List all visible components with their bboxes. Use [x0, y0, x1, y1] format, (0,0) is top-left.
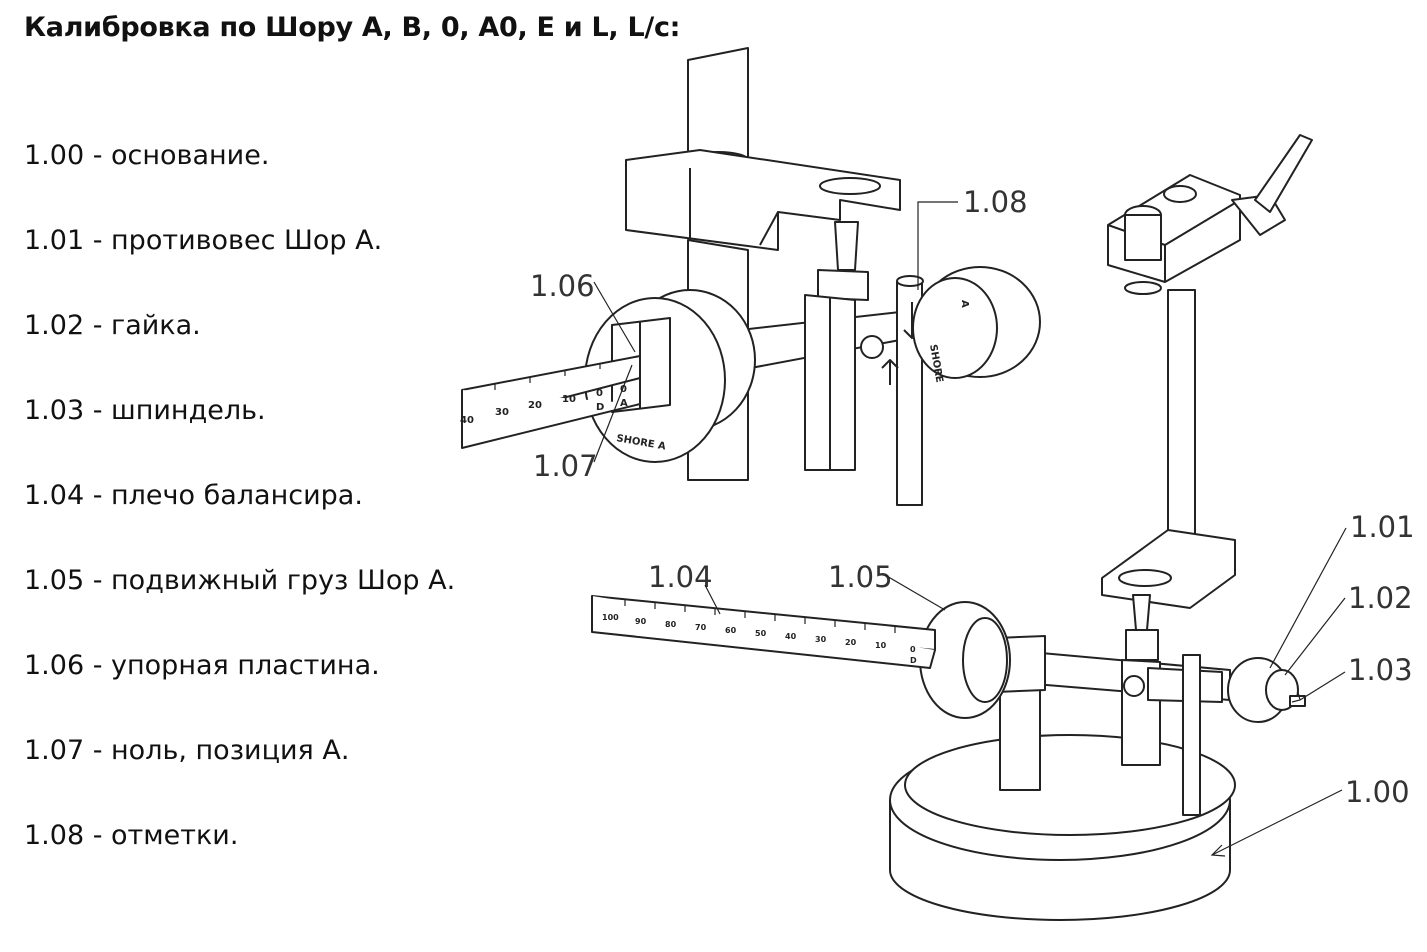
callout-1-07: 1.07: [533, 449, 598, 483]
legend-item-balance-arm: 1.04 - плечо балансира.: [24, 480, 363, 511]
detail-tick-0a: 0: [620, 384, 627, 395]
main-tick-60: 60: [725, 626, 737, 635]
callout-1-02: 1.02: [1348, 581, 1413, 615]
main-tick-90: 90: [635, 617, 647, 626]
main-tick-0: 0: [910, 645, 916, 654]
callout-1-08: 1.08: [963, 185, 1028, 219]
legend-item-marks: 1.08 - отметки.: [24, 820, 239, 851]
callout-1-04: 1.04: [648, 560, 713, 594]
callouts: 1.06 1.07 1.08 1.04 1.05 1.01 1.02 1.03 …: [530, 185, 1415, 857]
legend-item-stop-plate: 1.06 - упорная пластина.: [24, 650, 380, 681]
callout-1-06: 1.06: [530, 269, 595, 303]
main-tick-10: 10: [875, 641, 887, 650]
dial-letter: A: [959, 300, 970, 308]
detail-tick-30: 30: [495, 407, 509, 418]
main-tick-50: 50: [755, 629, 767, 638]
legend-item-nut: 1.02 - гайка.: [24, 310, 201, 341]
detail-tick-40: 40: [460, 415, 474, 426]
callout-1-03: 1.03: [1348, 653, 1413, 687]
main-tick-80: 80: [665, 620, 677, 629]
detail-tick-10: 10: [562, 394, 576, 405]
main-view: 100 90 80 70 60 50 40 30 20 10 0 D: [591, 134, 1313, 921]
main-tick-30: 30: [815, 635, 827, 644]
main-tick-20: 20: [845, 638, 857, 647]
main-tick-70: 70: [695, 623, 707, 632]
legend-item-zero-position: 1.07 - ноль, позиция А.: [24, 735, 350, 766]
detail-tick-0d: 0: [596, 388, 603, 399]
callout-1-05: 1.05: [828, 560, 893, 594]
legend-item-spindle: 1.03 - шпиндель.: [24, 395, 266, 426]
page-title: Калибровка по Шору А, В, 0, А0, Е и L, L…: [24, 12, 681, 43]
main-tick-100: 100: [602, 613, 619, 622]
detail-tick-d: D: [596, 402, 604, 413]
detail-view: A SHORE 40 30 20 10 0 D 0 A SHORE A: [460, 47, 1041, 506]
legend-item-sliding-weight: 1.05 - подвижный груз Шор А.: [24, 565, 456, 596]
legend-item-base: 1.00 - основание.: [24, 140, 270, 171]
callout-1-01: 1.01: [1350, 510, 1415, 544]
main-tick-d: D: [910, 656, 917, 665]
detail-tick-a: A: [620, 398, 628, 409]
main-tick-40: 40: [785, 632, 797, 641]
callout-1-00: 1.00: [1345, 775, 1410, 809]
detail-tick-20: 20: [528, 400, 542, 411]
legend-item-counterweight: 1.01 - противовес Шор А.: [24, 225, 383, 256]
